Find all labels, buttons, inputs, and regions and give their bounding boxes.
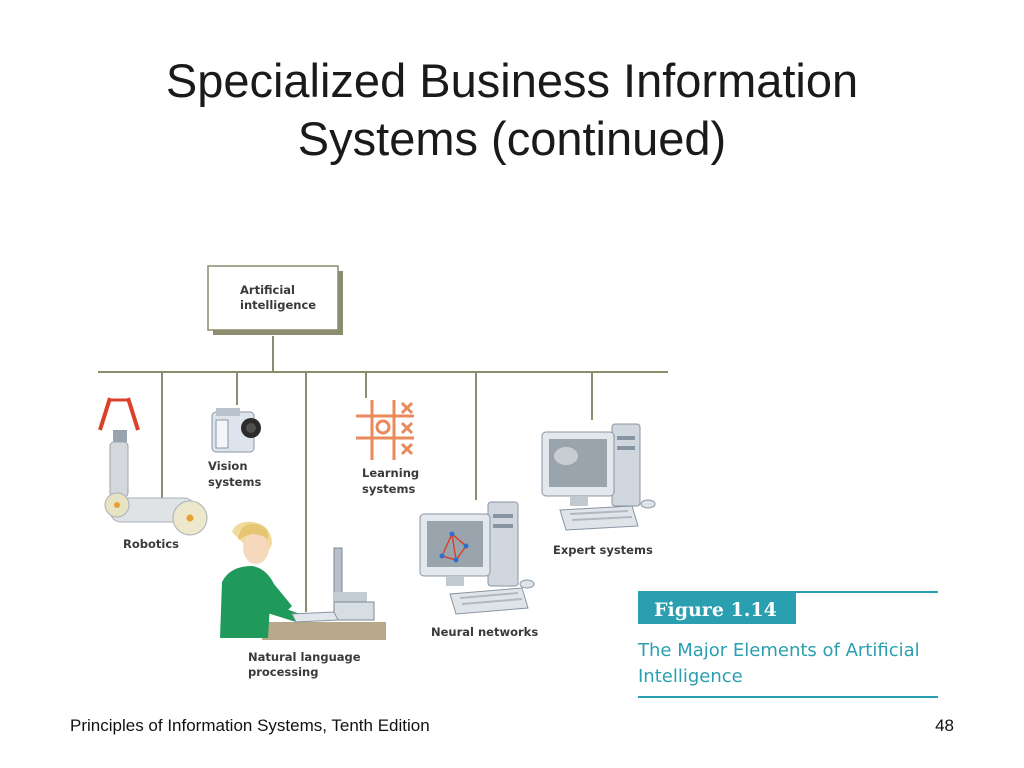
neural-label: Neural networks xyxy=(431,625,538,639)
expert-system-computer-icon xyxy=(541,423,656,531)
root-label-line1: Artificial xyxy=(240,283,295,297)
root-node: Artificial intelligence xyxy=(207,265,343,335)
page-number: 48 xyxy=(935,716,954,735)
slide-title: Specialized Business Information Systems… xyxy=(0,52,1024,168)
figure-caption-line1: The Major Elements of Artificial xyxy=(637,640,920,661)
nlp-label-line1: Natural language xyxy=(248,650,361,664)
root-label-line2: intelligence xyxy=(240,298,316,312)
figure-number: Figure 1.14 xyxy=(654,599,777,621)
figure-caption: Figure 1.14 The Major Elements of Artifi… xyxy=(637,591,938,698)
slide-title-line2: Systems (continued) xyxy=(297,112,727,165)
footer-book-title: Principles of Information Systems, Tenth… xyxy=(70,716,430,735)
figure-caption-line2: Intelligence xyxy=(638,666,743,687)
connector-lines xyxy=(98,336,668,612)
vision-label-line2: systems xyxy=(208,475,261,489)
learning-label-line1: Learning xyxy=(362,466,419,480)
person-at-computer-icon xyxy=(220,521,386,640)
slide-title-line1: Specialized Business Information xyxy=(165,54,859,107)
tic-tac-toe-icon xyxy=(356,400,414,460)
vision-label-line1: Vision xyxy=(208,459,248,473)
camera-icon xyxy=(211,408,261,453)
robotics-label: Robotics xyxy=(123,537,179,551)
expert-label: Expert systems xyxy=(553,543,653,557)
robot-arm-icon xyxy=(98,397,208,536)
neural-network-computer-icon xyxy=(419,501,535,615)
nlp-label-line2: processing xyxy=(248,665,318,679)
learning-label-line2: systems xyxy=(362,482,415,496)
